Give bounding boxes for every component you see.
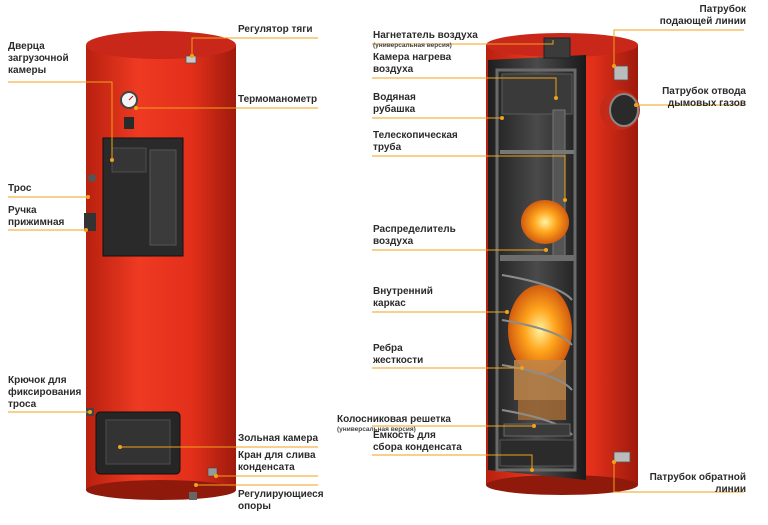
label-condensate-tank: Емкость для сбора конденсата: [373, 430, 462, 453]
label-drain-tap: Кран для слива конденсата: [238, 450, 316, 473]
clamp-handle: [84, 213, 96, 231]
air-blower: [543, 37, 571, 59]
label-grate-text: Колосниковая решетка: [337, 414, 451, 425]
thermomanometer-body: [124, 117, 134, 129]
label-supply-pipe: Патрубок подающей линии: [659, 4, 746, 27]
right-boiler-bottom: [486, 475, 638, 495]
return-pipe: [613, 451, 631, 463]
leader-dots: [84, 54, 638, 487]
adjustable-leg: [189, 492, 197, 500]
supply-pipe: [613, 65, 629, 81]
label-cable-hook: Крючок для фиксирования троса: [8, 375, 82, 410]
label-adjustable-legs: Регулирующиеся опоры: [238, 489, 324, 512]
label-grate-note: (универсальная версия): [337, 426, 416, 433]
right-boiler: [486, 33, 640, 495]
label-thermomanometer: Термоманометр: [238, 94, 318, 105]
label-grate: Колосниковая решетка (универсальная верс…: [337, 402, 451, 446]
left-boiler-bottom: [86, 480, 236, 500]
flue-pipe: [609, 93, 639, 127]
label-air-blower-note: (универсальная версия): [373, 42, 452, 49]
leader-lines: [8, 29, 744, 493]
label-loading-door: Дверца загрузочной камеры: [8, 41, 69, 76]
left-boiler-top: [86, 31, 236, 59]
condensate-drain-tap: [207, 467, 218, 477]
label-telescopic-pipe: Телескопическая труба: [373, 130, 458, 153]
left-boiler: [84, 31, 236, 500]
condensate-tank: [499, 439, 575, 467]
label-flue-pipe: Патрубок отвода дымовых газов: [662, 86, 746, 109]
label-stiffening-ribs: Ребра жесткости: [373, 343, 424, 366]
air-heating-chamber: [501, 73, 573, 115]
fire-lower: [508, 285, 572, 375]
label-draft-regulator: Регулятор тяги: [238, 24, 313, 35]
label-air-blower-text: Нагнетатель воздуха: [373, 30, 478, 41]
label-inner-frame: Внутренний каркас: [373, 286, 433, 309]
loading-door-panel: [149, 149, 177, 246]
label-air-blower: Нагнетатель воздуха (универсальная верси…: [373, 18, 478, 62]
label-ash-chamber: Зольная камера: [238, 433, 319, 444]
air-distributor: [500, 255, 574, 261]
water-jacket-wall: [495, 68, 577, 472]
fire-upper: [521, 200, 569, 244]
stiffening-ribs: [501, 274, 573, 436]
label-clamp-handle: Ручка прижимная: [8, 205, 65, 228]
label-air-heating-chamber: Камера нагрева воздуха: [373, 52, 452, 75]
label-return-pipe: Патрубок обратной линии: [649, 472, 746, 495]
grate: [503, 423, 571, 437]
label-cable: Трос: [8, 183, 32, 194]
cable-pulley: [88, 174, 96, 182]
label-water-jacket: Водяная рубашка: [373, 92, 416, 115]
label-air-distributor: Распределитель воздуха: [373, 224, 456, 247]
